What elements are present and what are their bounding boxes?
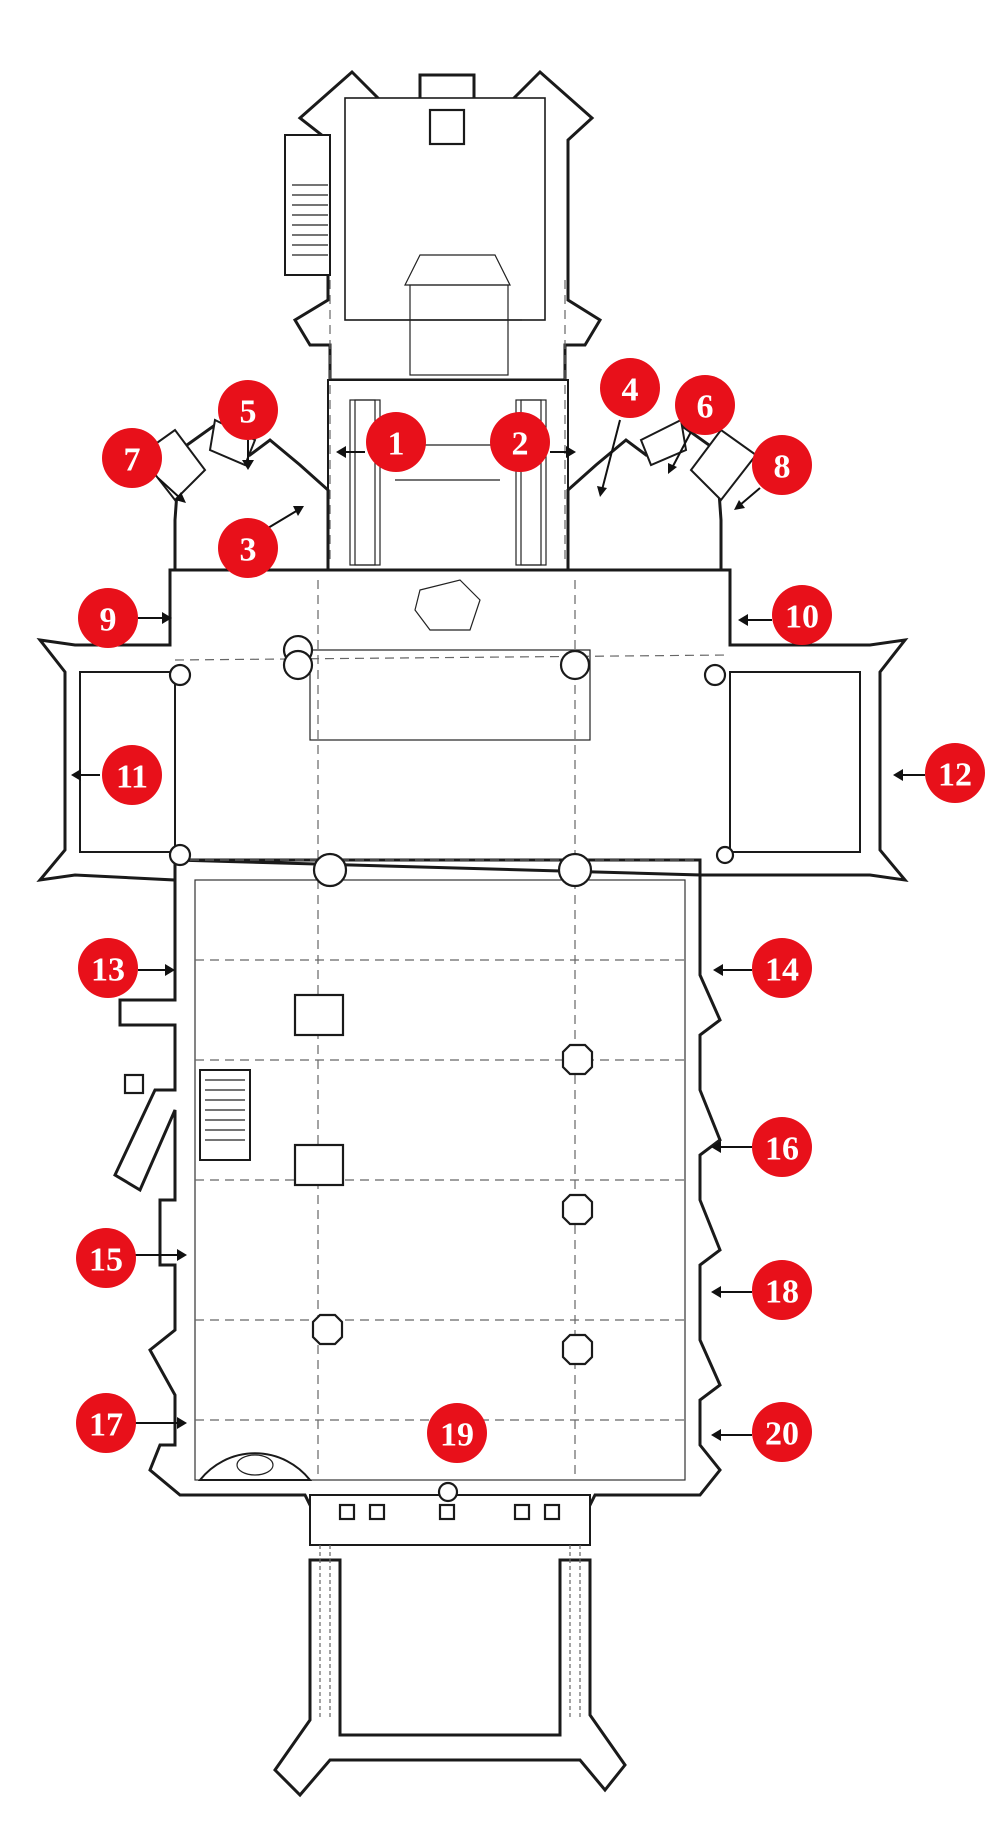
marker-9-circle [78, 588, 138, 648]
marker-13-circle [78, 938, 138, 998]
marker-14-label: 14 [765, 952, 799, 989]
marker-7-circle [102, 428, 162, 488]
transept [36, 568, 909, 883]
marker-18-label: 18 [765, 1274, 799, 1311]
marker-4-circle [600, 358, 660, 418]
marker-4: 4 [597, 358, 660, 497]
chancel [327, 379, 569, 571]
marker-3-label: 3 [240, 532, 257, 569]
markers: 1 2 3 4 5 [71, 358, 985, 1463]
marker-10-circle [772, 585, 832, 645]
marker-1-circle [366, 412, 426, 472]
marker-5-circle [218, 380, 278, 440]
marker-9-label: 9 [100, 602, 117, 639]
marker-1: 1 [336, 412, 426, 472]
stair-tower [123, 1069, 251, 1161]
marker-20-label: 20 [765, 1416, 799, 1453]
marker-5-label: 5 [240, 394, 257, 431]
marker-17: 17 [76, 1393, 187, 1453]
marker-9: 9 [78, 588, 172, 648]
marker-15-circle [76, 1228, 136, 1288]
marker-8-label: 8 [774, 449, 791, 486]
marker-7: 7 [102, 428, 186, 503]
marker-11: 11 [71, 745, 162, 805]
vault-lines [174, 280, 731, 1480]
sacristy-stairs [284, 134, 331, 276]
marker-17-circle [76, 1393, 136, 1453]
marker-4-label: 4 [622, 372, 639, 409]
marker-11-circle [102, 745, 162, 805]
marker-3-circle [218, 518, 278, 578]
marker-2-label: 2 [512, 426, 529, 463]
marker-17-label: 17 [89, 1407, 123, 1444]
marker-20-circle [752, 1402, 812, 1462]
marker-12-circle [925, 743, 985, 803]
marker-12-label: 12 [938, 757, 972, 794]
baptistery [197, 1452, 313, 1481]
marker-13-label: 13 [91, 952, 125, 989]
marker-8-circle [752, 435, 812, 495]
marker-8: 8 [734, 435, 812, 510]
apse [292, 69, 603, 382]
marker-12: 12 [893, 743, 985, 803]
marker-13: 13 [78, 938, 175, 998]
marker-19: 19 [427, 1403, 487, 1463]
marker-1-label: 1 [388, 426, 405, 463]
marker-7-label: 7 [124, 442, 141, 479]
marker-20: 20 [711, 1402, 812, 1462]
marker-10-label: 10 [785, 599, 819, 636]
marker-6-circle [675, 375, 735, 435]
marker-11-label: 11 [116, 759, 148, 796]
marker-16-label: 16 [765, 1131, 799, 1168]
marker-16: 16 [711, 1117, 812, 1177]
piers [168, 634, 735, 1503]
nave [113, 858, 722, 1507]
marker-15-label: 15 [89, 1242, 123, 1279]
marker-6: 6 [668, 375, 735, 474]
narthex [309, 1494, 591, 1546]
marker-18-circle [752, 1260, 812, 1320]
marker-5: 5 [218, 380, 278, 470]
marker-15: 15 [76, 1228, 187, 1288]
marker-19-label: 19 [440, 1417, 474, 1454]
marker-3: 3 [218, 506, 304, 578]
marker-10: 10 [738, 585, 832, 645]
south-chapel [566, 418, 758, 572]
marker-16-circle [752, 1117, 812, 1177]
marker-14: 14 [713, 938, 812, 998]
west-porch [273, 1545, 627, 1798]
marker-19-circle [427, 1403, 487, 1463]
marker-14-circle [752, 938, 812, 998]
marker-6-label: 6 [697, 389, 714, 426]
marker-18: 18 [711, 1260, 812, 1320]
marker-2-circle [490, 412, 550, 472]
marker-2: 2 [490, 412, 576, 472]
